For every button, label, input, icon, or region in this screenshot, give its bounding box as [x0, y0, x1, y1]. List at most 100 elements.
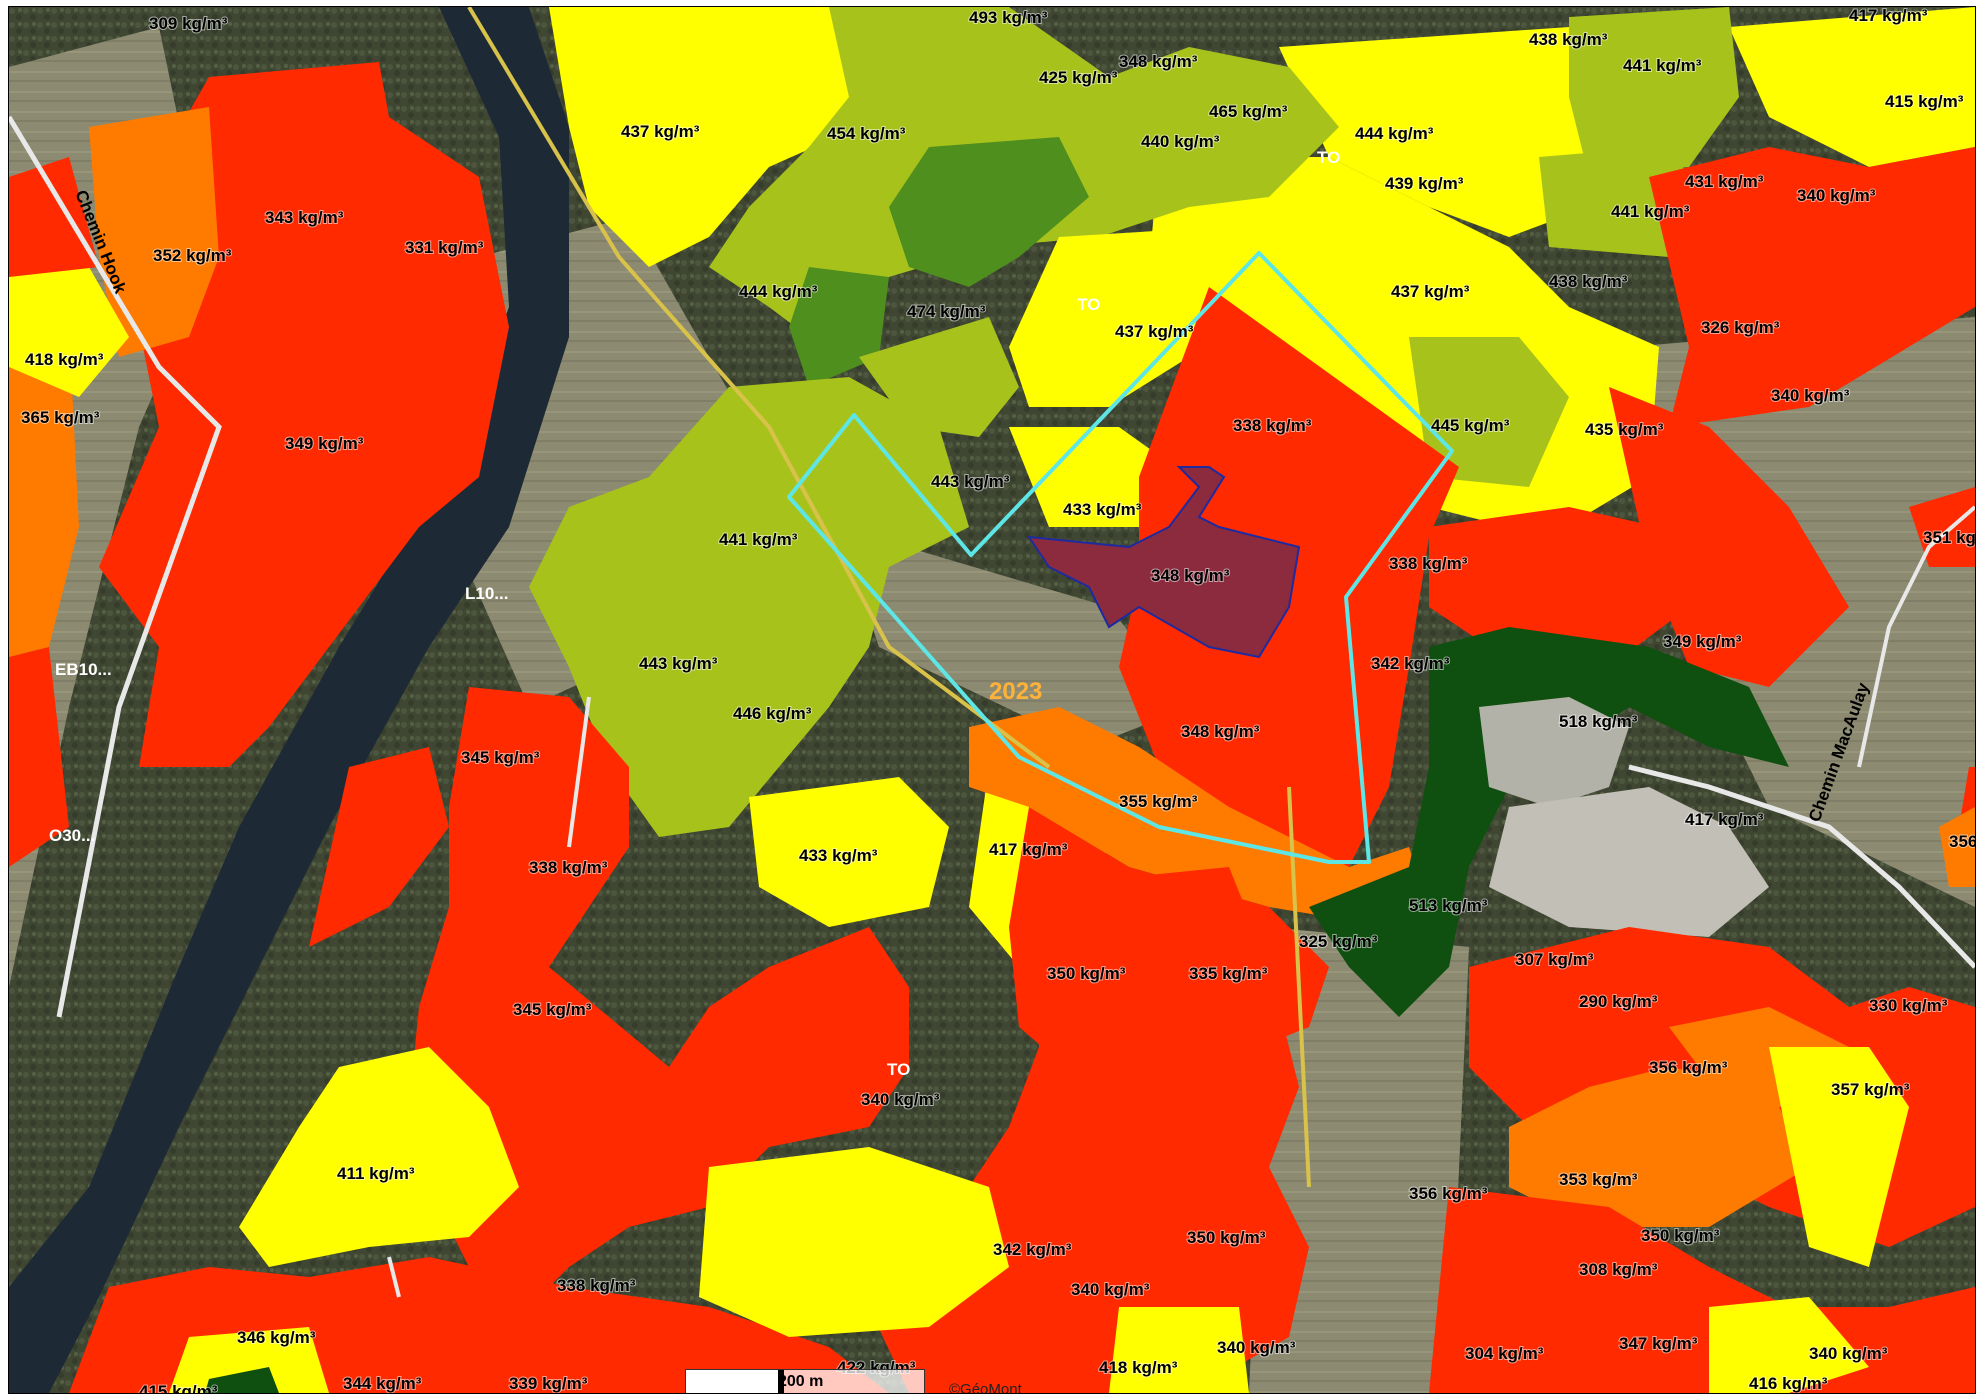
zone-yellow[interactable] — [239, 1047, 519, 1267]
density-label: 444 kg/m³ — [1355, 124, 1434, 143]
density-label: 356 kg/m³ — [1949, 832, 1975, 851]
road — [1628, 764, 1975, 969]
density-label: 340 kg/m³ — [1071, 1280, 1150, 1299]
density-label: 417 kg/m³ — [989, 840, 1068, 859]
aerial-field-south — [1249, 927, 1469, 1393]
density-label: 356 kg/m³ — [1649, 1058, 1728, 1077]
zone-yellow[interactable] — [1109, 1307, 1249, 1393]
density-label: 349 kg/m³ — [1663, 632, 1742, 651]
density-label: 338 kg/m³ — [529, 858, 608, 877]
zone-yellow[interactable] — [1009, 227, 1269, 407]
density-label: 438 kg/m³ — [1549, 272, 1628, 291]
density-label: 348 kg/m³ — [1151, 566, 1230, 585]
density-label: 446 kg/m³ — [733, 704, 812, 723]
density-label: 351 kg/m³ — [1923, 528, 1975, 547]
zone-mid-green[interactable] — [889, 137, 1089, 287]
river — [9, 7, 569, 1393]
parcel-tag: O30... — [49, 826, 95, 845]
density-label: 348 kg/m³ — [1119, 52, 1198, 71]
zone-yellow[interactable] — [549, 7, 909, 267]
density-label: 352 kg/m³ — [153, 246, 232, 265]
density-label: 325 kg/m³ — [1299, 932, 1378, 951]
density-label: 439 kg/m³ — [1385, 174, 1464, 193]
zone-red[interactable] — [1429, 507, 1689, 667]
zone-red[interactable] — [1909, 487, 1975, 567]
parcel-tag: TO — [887, 1060, 910, 1079]
zone-orange[interactable] — [969, 707, 1429, 927]
zone-light-green[interactable] — [859, 317, 1019, 437]
density-label: 346 kg/m³ — [237, 1328, 316, 1347]
density-zones — [9, 7, 1975, 1393]
parcel-tag: L10... — [465, 584, 508, 603]
density-label: 438 kg/m³ — [1529, 30, 1608, 49]
density-label: 344 kg/m³ — [343, 1374, 422, 1393]
density-label: 356 kg/m³ — [1409, 1184, 1488, 1203]
aerial-field-strip — [839, 527, 1189, 747]
density-label: 433 kg/m³ — [799, 846, 878, 865]
density-label: 517 kg/m³ — [195, 1392, 274, 1393]
road — [567, 696, 591, 848]
density-label: 340 kg/m³ — [1217, 1338, 1296, 1357]
zone-yellow[interactable] — [1769, 1047, 1909, 1267]
zone-red[interactable] — [409, 687, 909, 1307]
density-label: 417 kg/m³ — [1685, 810, 1764, 829]
zone-red[interactable] — [9, 647, 69, 867]
scale-bar: 200 m — [685, 1369, 925, 1393]
density-label: 347 kg/m³ — [1619, 1334, 1698, 1353]
density-label: 441 kg/m³ — [1611, 202, 1690, 221]
study-boundary[interactable] — [787, 251, 1454, 864]
zone-orange[interactable] — [1939, 807, 1975, 887]
density-label: 365 kg/m³ — [21, 408, 100, 427]
zone-yellow[interactable] — [169, 1327, 329, 1393]
density-label: 340 kg/m³ — [1771, 386, 1850, 405]
parcel-tag: TO — [1077, 295, 1100, 314]
density-label: 353 kg/m³ — [1559, 1170, 1638, 1189]
density-label: 342 kg/m³ — [993, 1240, 1072, 1259]
density-label: 330 kg/m³ — [1869, 996, 1948, 1015]
density-label: 338 kg/m³ — [1233, 416, 1312, 435]
density-label: 437 kg/m³ — [621, 122, 700, 141]
zone-orange[interactable] — [9, 327, 79, 657]
selected-parcel[interactable] — [1026, 466, 1301, 659]
zone-light-green[interactable] — [1569, 7, 1739, 177]
zone-yellow[interactable] — [699, 1147, 1009, 1337]
zone-dark-green[interactable] — [205, 1367, 279, 1393]
map-credit: ©GéoMont — [949, 1381, 1022, 1394]
zone-red[interactable] — [309, 747, 449, 947]
density-label: 518 kg/m³ — [1559, 712, 1638, 731]
density-label: 433 kg/m³ — [1063, 500, 1142, 519]
density-label: 465 kg/m³ — [1209, 102, 1288, 121]
density-label: 349 kg/m³ — [285, 434, 364, 453]
density-label: 443 kg/m³ — [931, 472, 1010, 491]
density-label: 348 kg/m³ — [1181, 722, 1260, 741]
density-label: 437 kg/m³ — [1391, 282, 1470, 301]
density-label: 454 kg/m³ — [827, 124, 906, 143]
density-label: 350 kg/m³ — [1047, 964, 1126, 983]
zone-yellow[interactable] — [1709, 1297, 1869, 1393]
zone-orange[interactable] — [89, 107, 219, 357]
density-label: 444 kg/m³ — [739, 282, 818, 301]
zone-yellow[interactable] — [1729, 7, 1975, 167]
zone-dark-green[interactable] — [1309, 627, 1789, 1017]
zone-red[interactable] — [1649, 147, 1975, 427]
roads — [9, 7, 1975, 1298]
zone-red[interactable] — [1609, 387, 1849, 687]
density-label: 350 kg/m³ — [1641, 1226, 1720, 1245]
density-label: 437 kg/m³ — [1115, 322, 1194, 341]
zone-yellow[interactable] — [749, 777, 949, 927]
density-label: 343 kg/m³ — [265, 208, 344, 227]
zone-red[interactable] — [9, 157, 99, 277]
parcel-tag: EB10... — [55, 660, 112, 679]
density-label: 307 kg/m³ — [1515, 950, 1594, 969]
road — [1857, 505, 1975, 768]
density-label: 331 kg/m³ — [405, 238, 484, 257]
density-label: 340 kg/m³ — [1797, 186, 1876, 205]
density-label: 415 kg/m³ — [1885, 92, 1964, 111]
zone-yellow[interactable] — [9, 267, 129, 397]
quarry — [1489, 787, 1769, 937]
quarry — [1479, 697, 1629, 807]
zone-light-green[interactable] — [529, 377, 969, 837]
density-label: 308 kg/m³ — [1579, 1260, 1658, 1279]
